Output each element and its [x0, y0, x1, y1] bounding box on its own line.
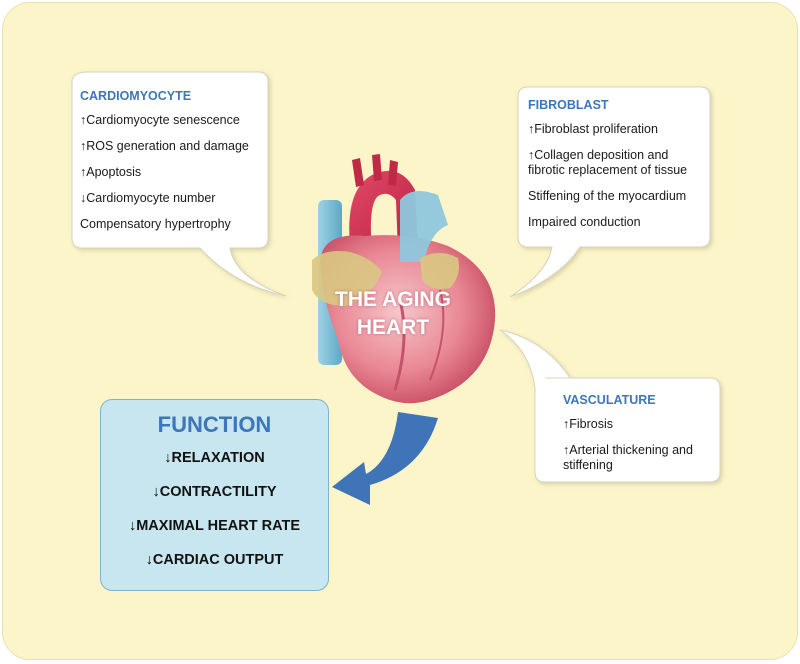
left-atrium — [312, 251, 382, 306]
pulmonary-artery — [400, 191, 448, 262]
vasculature-text: VASCULATURE ↑Fibrosis ↑Arterial thickeni… — [563, 393, 713, 484]
list-item: Compensatory hypertrophy — [80, 217, 231, 231]
fibroblast-bubble — [509, 86, 711, 298]
aortic-branches — [352, 154, 398, 187]
list-item: ↑ROS generation and damage — [80, 139, 249, 153]
vasculature-title: VASCULATURE — [563, 393, 656, 407]
coronary-vessel — [393, 299, 406, 391]
list-item: ↑Collagen deposition and fibrotic replac… — [528, 148, 688, 177]
function-title: FUNCTION — [157, 412, 272, 437]
list-item: ↑Cardiomyocyte senescence — [80, 113, 240, 127]
list-item: ↑Arterial thickening and stiffening — [563, 443, 693, 472]
heart-label-line: THE AGING — [335, 288, 451, 311]
cardiomyocyte-bubble — [71, 71, 287, 297]
list-item: ↑Fibroblast proliferation — [528, 122, 658, 136]
heart-label: THE AGING HEART — [318, 286, 468, 342]
list-item: Stiffening of the myocardium — [528, 189, 687, 203]
right-atrium — [420, 253, 459, 289]
list-item: ↑Fibrosis — [563, 417, 614, 431]
function-item: ↓RELAXATION — [164, 450, 265, 466]
list-item: Impaired conduction — [528, 215, 641, 229]
cardiomyocyte-title: CARDIOMYOCYTE — [80, 89, 192, 103]
vasculature-bubble — [499, 329, 721, 483]
coronary-vessel — [429, 289, 445, 381]
fibroblast-title: FIBROBLAST — [528, 98, 609, 112]
function-box: FUNCTION ↓RELAXATION ↓CONTRACTILITY ↓MAX… — [100, 399, 329, 591]
function-item: ↓MAXIMAL HEART RATE — [128, 518, 301, 534]
heart-label-line: HEART — [356, 316, 430, 339]
function-item: ↓CARDIAC OUTPUT — [145, 552, 284, 568]
function-item: ↓CONTRACTILITY — [152, 484, 277, 500]
fibroblast-text: FIBROBLAST ↑Fibroblast proliferation ↑Co… — [528, 98, 706, 241]
list-item: ↑Apoptosis — [80, 165, 142, 179]
function-arrow — [332, 412, 438, 505]
cardiomyocyte-text: CARDIOMYOCYTE ↑Cardiomyocyte senescence … — [80, 89, 262, 243]
heart-illustration — [312, 154, 496, 404]
list-item: ↓Cardiomyocyte number — [80, 191, 216, 205]
